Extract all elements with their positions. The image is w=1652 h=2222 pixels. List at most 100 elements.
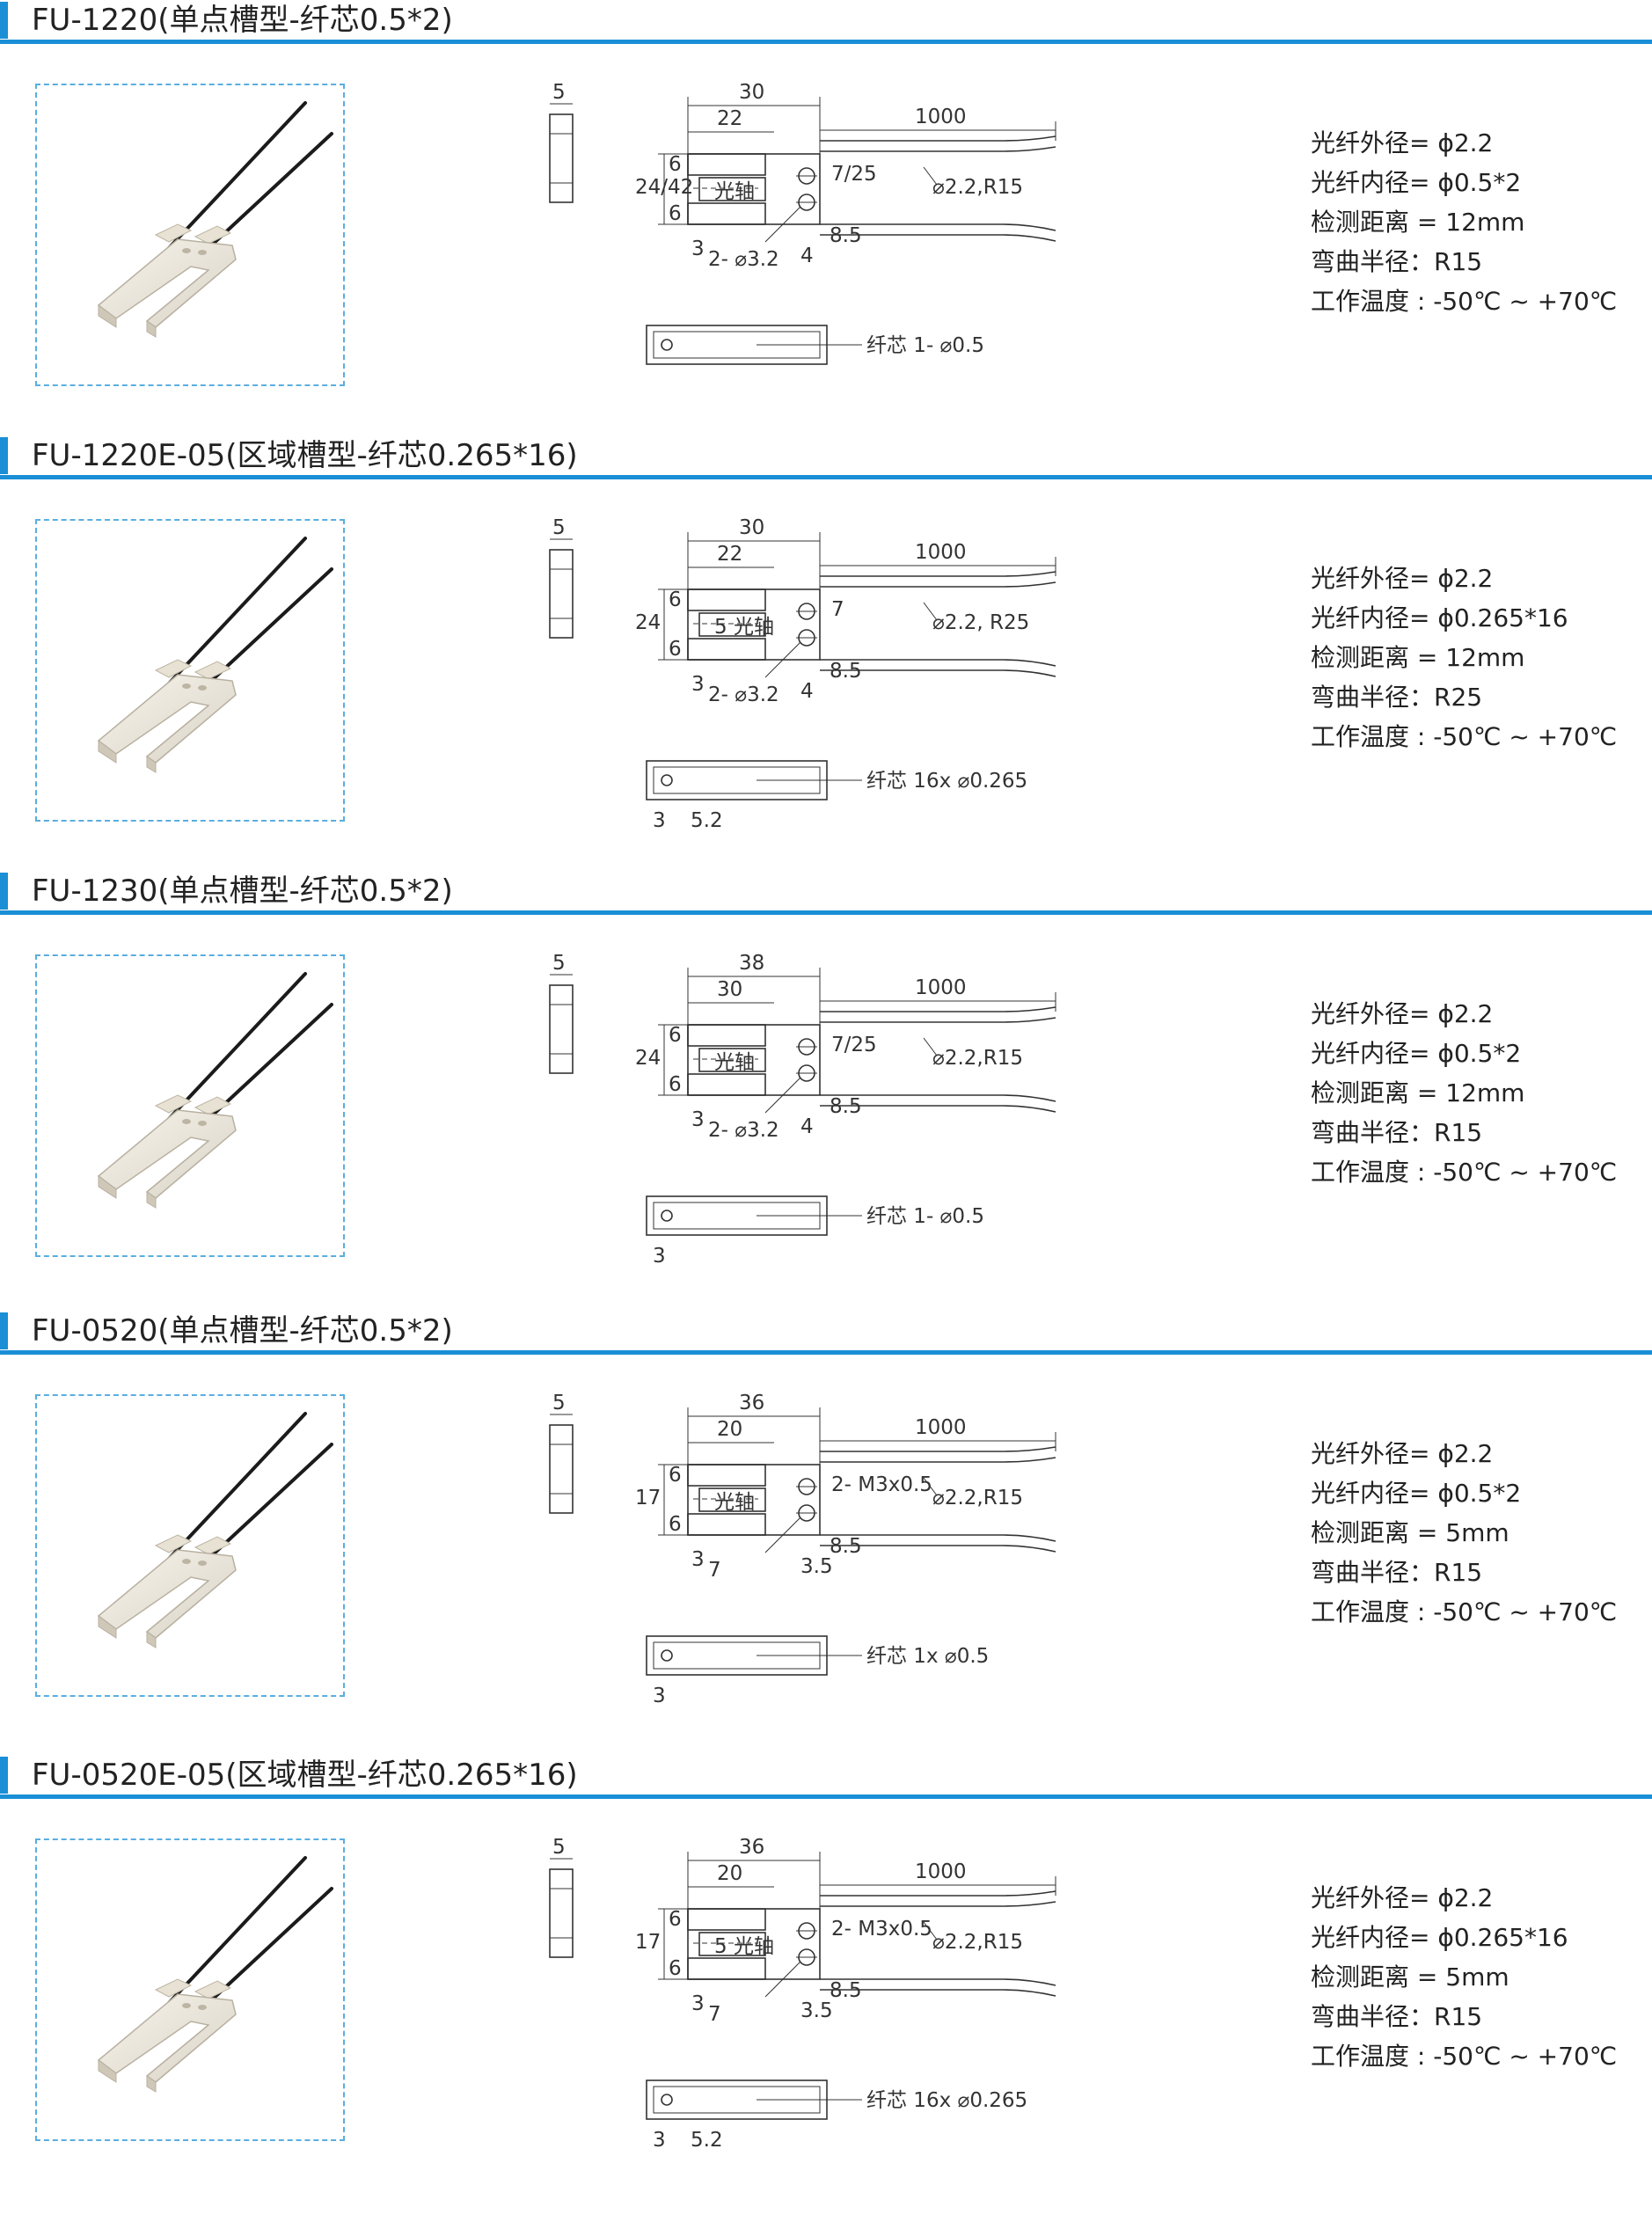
technical-drawing: 5 5 光轴 — [528, 1825, 1144, 2177]
dim-cable-length: 1000 — [915, 976, 967, 999]
sensor-photo-image — [97, 537, 333, 773]
section-header: FU-0520(单点槽型-纤芯0.5*2) — [0, 1311, 1652, 1355]
dim-slot-width: 20 — [717, 1418, 742, 1441]
core-spec-label: 纤芯 16x ⌀0.265 — [866, 2089, 1027, 2112]
section-title: FU-0520(单点槽型-纤芯0.5*2) — [32, 1313, 453, 1349]
spec-outer-diameter: 光纤外径= ϕ2.2 — [1311, 128, 1494, 157]
dim-cable-length: 1000 — [915, 541, 967, 564]
dim-offset: 8.5 — [830, 224, 862, 247]
optical-axis-label: 光轴 — [714, 1491, 755, 1514]
dim-left-margin: 3 — [691, 1108, 705, 1131]
dim-height: 24/42 — [635, 176, 693, 199]
dim-top-arm: 6 — [669, 1024, 682, 1047]
product-section: FU-1230(单点槽型-纤芯0.5*2) — [0, 871, 1652, 1315]
core-view: 纤芯 16x ⌀0.265 3 5.2 — [646, 2079, 1027, 2152]
dim-holes: 7 — [708, 1559, 721, 1582]
optical-axis-label: 光轴 — [714, 180, 755, 203]
dim-bottom-arm: 6 — [669, 1957, 682, 1980]
core-view: 纤芯 1x ⌀0.5 3 — [646, 1635, 989, 1707]
spec-bend-radius: 弯曲半径：R15 — [1311, 247, 1483, 276]
product-photo — [35, 1394, 345, 1697]
spec-bend-radius: 弯曲半径：R25 — [1311, 683, 1483, 712]
spec-list: 光纤外径= ϕ2.2 光纤内径= ϕ0.265*16 检测距离 = 5mm 弯曲… — [1311, 1878, 1645, 2076]
sensor-photo-image — [97, 972, 333, 1209]
section-title: FU-1220(单点槽型-纤芯0.5*2) — [32, 3, 453, 38]
spec-inner-diameter: 光纤内径= ϕ0.265*16 — [1311, 1923, 1568, 1952]
spec-inner-diameter: 光纤内径= ϕ0.5*2 — [1311, 168, 1522, 197]
core-view: 纤芯 1- ⌀0.5 3 — [646, 1195, 984, 1268]
spec-bend-radius: 弯曲半径：R15 — [1311, 2002, 1483, 2031]
spec-operating-temp: 工作温度 : -50℃ ~ +70℃ — [1311, 1158, 1618, 1187]
spec-outer-diameter: 光纤外径= ϕ2.2 — [1311, 999, 1494, 1028]
side-view: 5 — [549, 1392, 574, 1514]
section-title: FU-1230(单点槽型-纤芯0.5*2) — [32, 873, 453, 909]
dim-top-arm: 6 — [669, 1464, 682, 1487]
product-photo — [35, 84, 345, 386]
dim-left-margin: 3 — [691, 1992, 705, 2015]
core-dim-b: 5.2 — [691, 809, 723, 832]
dim-total-width: 36 — [739, 1836, 764, 1859]
dim-slot-width: 30 — [717, 978, 742, 1001]
dim-bottom-arm: 6 — [669, 1513, 682, 1536]
spec-detect-distance: 检测距离 = 12mm — [1311, 208, 1525, 237]
section-header: FU-1230(单点槽型-纤芯0.5*2) — [0, 871, 1652, 915]
spec-operating-temp: 工作温度 : -50℃ ~ +70℃ — [1311, 287, 1618, 316]
sensor-photo-image — [97, 1856, 333, 2093]
product-photo — [35, 519, 345, 822]
product-photo — [35, 1838, 345, 2141]
technical-drawing: 5 光轴 — [528, 1381, 1144, 1733]
product-section: FU-1220(单点槽型-纤芯0.5*2) — [0, 0, 1652, 444]
dim-side: 5 — [552, 81, 566, 104]
dim-edge: 4 — [800, 680, 814, 703]
dim-holes: 2- ⌀3.2 — [708, 683, 779, 706]
dim-edge: 3.5 — [800, 1555, 833, 1578]
dim-total-width: 36 — [739, 1392, 764, 1414]
spec-outer-diameter: 光纤外径= ϕ2.2 — [1311, 1439, 1494, 1468]
core-dim-a: 3 — [653, 2129, 666, 2152]
section-accent-bar — [0, 437, 8, 474]
section-divider — [0, 1794, 1652, 1799]
dim-slot-width: 22 — [717, 107, 742, 130]
section-accent-bar — [0, 2, 8, 39]
spec-list: 光纤外径= ϕ2.2 光纤内径= ϕ0.5*2 检测距离 = 5mm 弯曲半径：… — [1311, 1434, 1645, 1632]
dim-top-arm: 6 — [669, 1908, 682, 1931]
core-spec-label: 纤芯 1- ⌀0.5 — [866, 334, 984, 357]
side-view: 5 — [549, 952, 574, 1074]
dim-gap: 7/25 — [831, 163, 877, 186]
dim-height: 17 — [635, 1931, 661, 1954]
section-divider — [0, 475, 1652, 479]
dim-cable-spec: ⌀2.2, R25 — [932, 611, 1029, 634]
front-view: 光轴 38 — [635, 952, 1056, 1142]
product-section: FU-1220E-05(区域槽型-纤芯0.265*16) — [0, 435, 1652, 880]
dim-cable-length: 1000 — [915, 106, 967, 128]
dim-cable-spec: ⌀2.2,R15 — [932, 1931, 1023, 1954]
dim-left-margin: 3 — [691, 673, 705, 696]
dim-slot-width: 22 — [717, 543, 742, 566]
dim-side: 5 — [552, 1392, 566, 1414]
core-dim-b: 5.2 — [691, 2129, 723, 2152]
spec-list: 光纤外径= ϕ2.2 光纤内径= ϕ0.265*16 检测距离 = 12mm 弯… — [1311, 559, 1645, 757]
dim-edge: 4 — [800, 1115, 814, 1138]
section-accent-bar — [0, 873, 8, 910]
optical-axis-label: 5 光轴 — [714, 1935, 774, 1958]
dim-offset: 8.5 — [830, 660, 862, 683]
dim-offset: 8.5 — [830, 1095, 862, 1118]
dim-left-margin: 3 — [691, 1548, 705, 1571]
dim-side: 5 — [552, 1836, 566, 1859]
dim-side: 5 — [552, 952, 566, 975]
optical-axis-label: 光轴 — [714, 1051, 755, 1074]
spec-bend-radius: 弯曲半径：R15 — [1311, 1558, 1483, 1587]
dim-bottom-arm: 6 — [669, 202, 682, 225]
side-view: 5 — [549, 81, 574, 203]
spec-outer-diameter: 光纤外径= ϕ2.2 — [1311, 1883, 1494, 1912]
spec-detect-distance: 检测距离 = 12mm — [1311, 643, 1525, 672]
front-view: 光轴 30 — [635, 81, 1056, 271]
spec-operating-temp: 工作温度 : -50℃ ~ +70℃ — [1311, 2042, 1618, 2071]
dim-holes: 2- ⌀3.2 — [708, 1119, 779, 1142]
spec-detect-distance: 检测距离 = 12mm — [1311, 1078, 1525, 1107]
section-divider — [0, 1350, 1652, 1355]
product-section: FU-0520E-05(区域槽型-纤芯0.265*16) — [0, 1755, 1652, 2199]
section-header: FU-1220E-05(区域槽型-纤芯0.265*16) — [0, 435, 1652, 479]
technical-drawing: 5 5 光轴 — [528, 506, 1144, 858]
dim-total-width: 30 — [739, 516, 764, 539]
